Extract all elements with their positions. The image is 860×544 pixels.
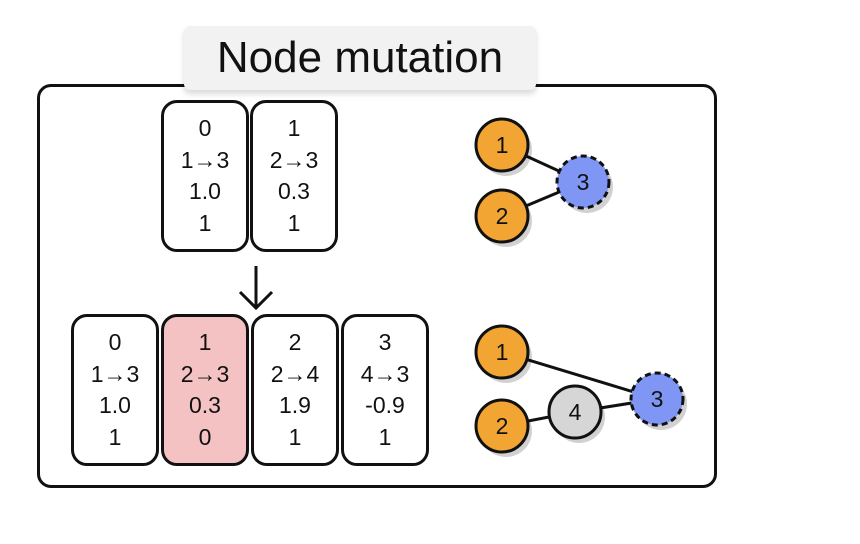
gene-weight: 0.3 [189,392,221,419]
gene-innovation: 0 [198,115,212,142]
gene-after-0: 0 1→3 1.0 1 [71,314,159,466]
gene-weight: -0.9 [365,392,405,419]
network-after: 1 2 4 3 [474,324,687,457]
node-3-label: 3 [577,169,590,195]
gene-after-3: 3 4→3 -0.9 1 [341,314,429,466]
gene-innovation: 2 [288,329,302,356]
gene-enabled: 1 [378,423,392,450]
node-2-label: 2 [496,413,509,439]
gene-connection: 1→3 [90,360,140,387]
node-2-label: 2 [496,203,509,229]
title-box: Node mutation [184,26,536,90]
network-before: 1 2 3 [474,117,613,247]
gene-connection: 2→3 [180,360,230,387]
gene-weight: 1.0 [189,178,221,205]
gene-before-1: 1 2→3 0.3 1 [250,100,338,252]
node-3 [555,154,611,210]
gene-innovation: 0 [108,329,122,356]
node-4 [547,384,603,440]
gene-after-1-disabled: 1 2→3 0.3 0 [161,314,249,466]
gene-enabled: 0 [198,423,212,450]
node-1 [474,117,530,173]
node-4-label: 4 [569,399,582,425]
node-1 [474,324,530,380]
node-2 [474,188,530,244]
node-2 [474,398,530,454]
gene-weight: 1.9 [279,392,311,419]
gene-connection: 2→3 [269,146,319,173]
node-3-label: 3 [651,386,664,412]
gene-enabled: 1 [198,209,212,236]
gene-innovation: 1 [198,329,212,356]
node-1-label: 1 [496,132,509,158]
gene-connection: 4→3 [360,360,410,387]
gene-after-2: 2 2→4 1.9 1 [251,314,339,466]
gene-innovation: 1 [287,115,301,142]
gene-enabled: 1 [108,423,122,450]
gene-connection: 2→4 [270,360,320,387]
gene-innovation: 3 [378,329,392,356]
gene-weight: 1.0 [99,392,131,419]
node-1-label: 1 [496,339,509,365]
gene-enabled: 1 [287,209,301,236]
gene-connection: 1→3 [180,146,230,173]
node-3 [629,371,685,427]
gene-before-0: 0 1→3 1.0 1 [161,100,249,252]
mutation-arrow [238,266,274,311]
gene-weight: 0.3 [278,178,310,205]
diagram-title: Node mutation [216,33,504,82]
gene-enabled: 1 [288,423,302,450]
